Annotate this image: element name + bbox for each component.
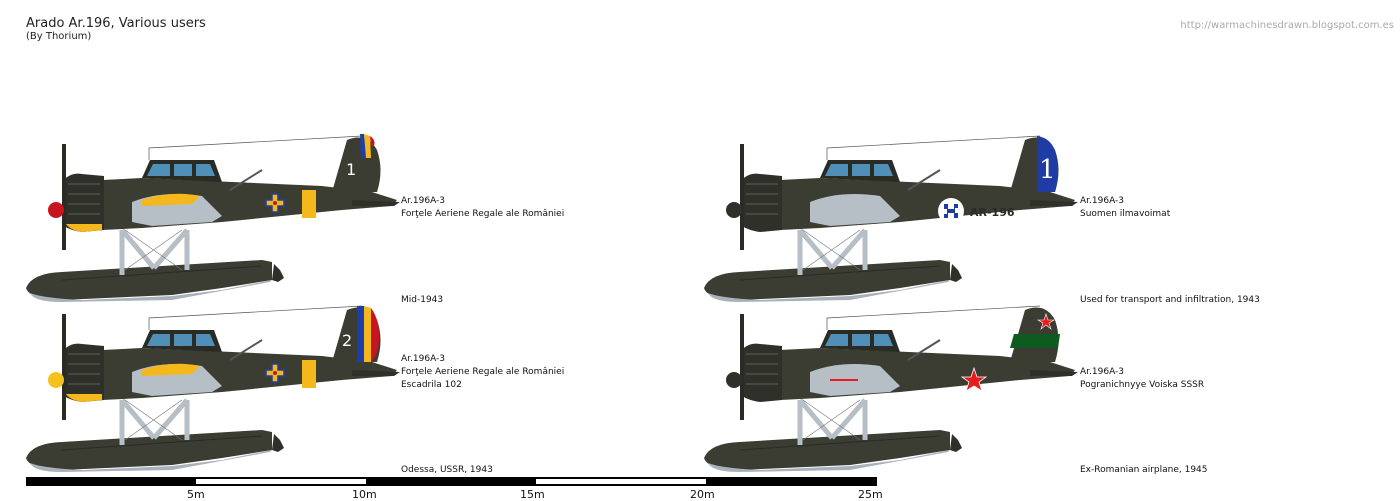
spinner-yellow — [48, 372, 64, 388]
model-label: Ar.196A-3 — [401, 196, 446, 206]
spinner-dark — [726, 202, 742, 218]
operator-label: Forţele Aeriene Regale ale României — [401, 367, 565, 377]
operator-label: Suomen ilmavoimat — [1080, 209, 1171, 219]
note-finland: Used for transport and infiltration, 194… — [1080, 295, 1260, 305]
aircraft-ussr — [700, 300, 1080, 480]
note-romania-1: Mid-1943 — [401, 295, 444, 305]
note-ussr: Ex-Romanian airplane, 1945 — [1080, 465, 1208, 475]
operator-label: Forţele Aeriene Regale ale României — [401, 209, 565, 219]
aircraft-romania-1: 1 — [22, 130, 402, 310]
scale-label-10m: 10m — [352, 488, 377, 501]
tail-number: 2 — [342, 331, 352, 350]
scale-label-20m: 20m — [690, 488, 715, 501]
model-label: Ar.196A-3 — [401, 354, 446, 364]
spinner-dark — [726, 372, 742, 388]
model-label: Ar.196A-3 — [1080, 367, 1125, 377]
scale-label-15m: 15m — [520, 488, 545, 501]
scale-bar — [26, 477, 877, 486]
page-title: Arado Ar.196, Various users — [26, 16, 206, 31]
aircraft-ussr-drawing — [700, 300, 1080, 480]
soviet-star-icon — [960, 366, 988, 392]
tail-number: 1 — [346, 160, 356, 179]
caption-romania-2: Ar.196A-3 Forţele Aeriene Regale ale Rom… — [401, 353, 564, 392]
spinner-red — [48, 202, 64, 218]
note-romania-2: Odessa, USSR, 1943 — [401, 465, 493, 475]
aircraft-romania-1-drawing: 1 — [22, 130, 402, 310]
scale-label-5m: 5m — [187, 488, 205, 501]
caption-romania-1: Ar.196A-3 Forţele Aeriene Regale ale Rom… — [401, 195, 564, 221]
scale-segment-white — [536, 479, 706, 484]
romanian-cross-icon — [265, 363, 285, 383]
scale-label-25m: 25m — [858, 488, 883, 501]
operator-label: Pogranichnyye Voiska SSSR — [1080, 380, 1205, 390]
tail-number: 1 — [1039, 155, 1056, 185]
aircraft-romania-2-drawing: 2 — [22, 300, 402, 480]
caption-finland: Ar.196A-3 Suomen ilmavoimat — [1080, 195, 1170, 221]
yellow-fuselage-band — [302, 360, 316, 388]
source-url: http://warmachinesdrawn.blogspot.com.es — [1180, 20, 1394, 31]
aircraft-finland-drawing: AR-196 1 — [700, 130, 1080, 310]
aircraft-romania-2: 2 — [22, 300, 402, 480]
caption-ussr: Ar.196A-3 Pogranichnyye Voiska SSSR — [1080, 366, 1204, 392]
soviet-tail-star-icon — [1036, 313, 1056, 330]
model-label: Ar.196A-3 — [1080, 196, 1125, 206]
fuselage-code: AR-196 — [970, 206, 1015, 219]
author-credit: (By Thorium) — [26, 31, 92, 42]
unit-label: Escadrila 102 — [401, 380, 462, 390]
yellow-fuselage-band — [302, 190, 316, 218]
romanian-cross-icon — [265, 193, 285, 213]
aircraft-finland: AR-196 1 — [700, 130, 1080, 310]
scale-segment-white — [196, 479, 366, 484]
green-tail-band — [1010, 334, 1060, 348]
finnish-swastika-icon — [938, 198, 964, 224]
